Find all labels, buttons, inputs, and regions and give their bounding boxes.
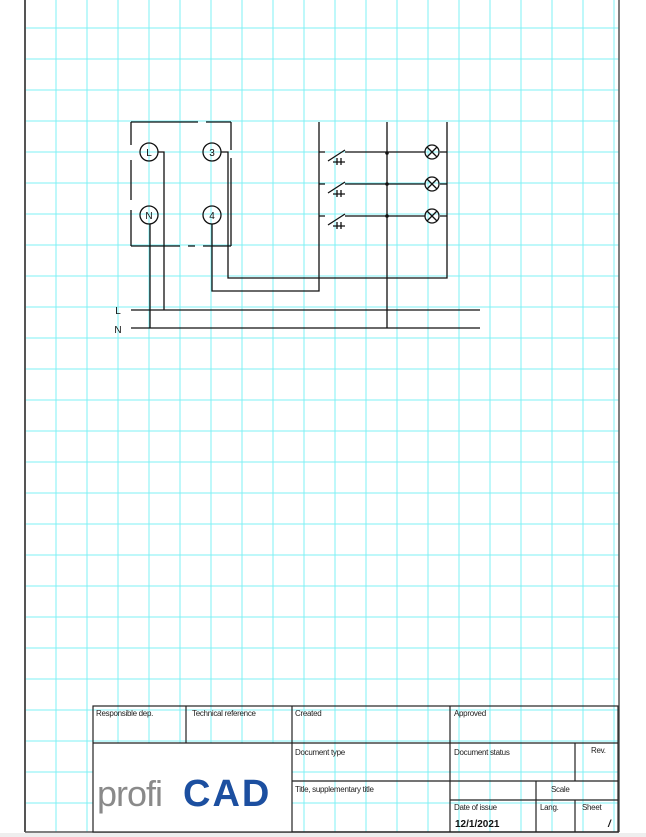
grid [25, 0, 619, 832]
proficad-logo: profi CAD [97, 773, 271, 815]
scale-label: Scale [551, 785, 570, 794]
title-block: Responsible dep. Technical reference Cre… [92, 705, 619, 833]
created-label: Created [295, 709, 321, 718]
terminal-label: 4 [209, 211, 215, 222]
terminal-3 [202, 142, 222, 162]
lamp-icons [424, 144, 440, 224]
terminal-l [139, 142, 159, 162]
sheet-value: / [607, 819, 612, 830]
rail-label-l: L [115, 306, 121, 317]
document-status-label: Document status [454, 748, 510, 757]
wire-3 [221, 122, 448, 279]
approved-label: Approved [454, 709, 486, 718]
socket-box-outline [130, 121, 232, 247]
wire-l [158, 151, 165, 310]
terminal-label: 3 [209, 148, 215, 159]
title-label: Title, supplementary title [295, 785, 374, 794]
junction-dots [385, 151, 389, 218]
lang-label: Lang. [540, 803, 559, 812]
switches [319, 149, 447, 229]
date-of-issue-label: Date of issue [454, 803, 498, 812]
schematic [130, 121, 480, 329]
logo-text-profi: profi [97, 773, 162, 814]
rail-label-n: N [114, 325, 121, 336]
logo-cell [93, 743, 292, 832]
rev-label: Rev. [591, 746, 606, 755]
terminal-4 [202, 205, 222, 225]
terminal-label: N [145, 211, 152, 222]
document-type-label: Document type [295, 748, 346, 757]
technical-reference-label: Technical reference [192, 709, 257, 718]
terminal-label: L [146, 148, 152, 159]
responsible-dep-label: Responsible dep. [96, 709, 153, 718]
sheet-label: Sheet [582, 803, 602, 812]
date-of-issue-value: 12/1/2021 [455, 819, 500, 830]
bottom-margin [0, 833, 646, 837]
wire-4 [211, 122, 320, 292]
terminal-n [139, 205, 159, 225]
logo-text-cad: CAD [183, 773, 271, 815]
